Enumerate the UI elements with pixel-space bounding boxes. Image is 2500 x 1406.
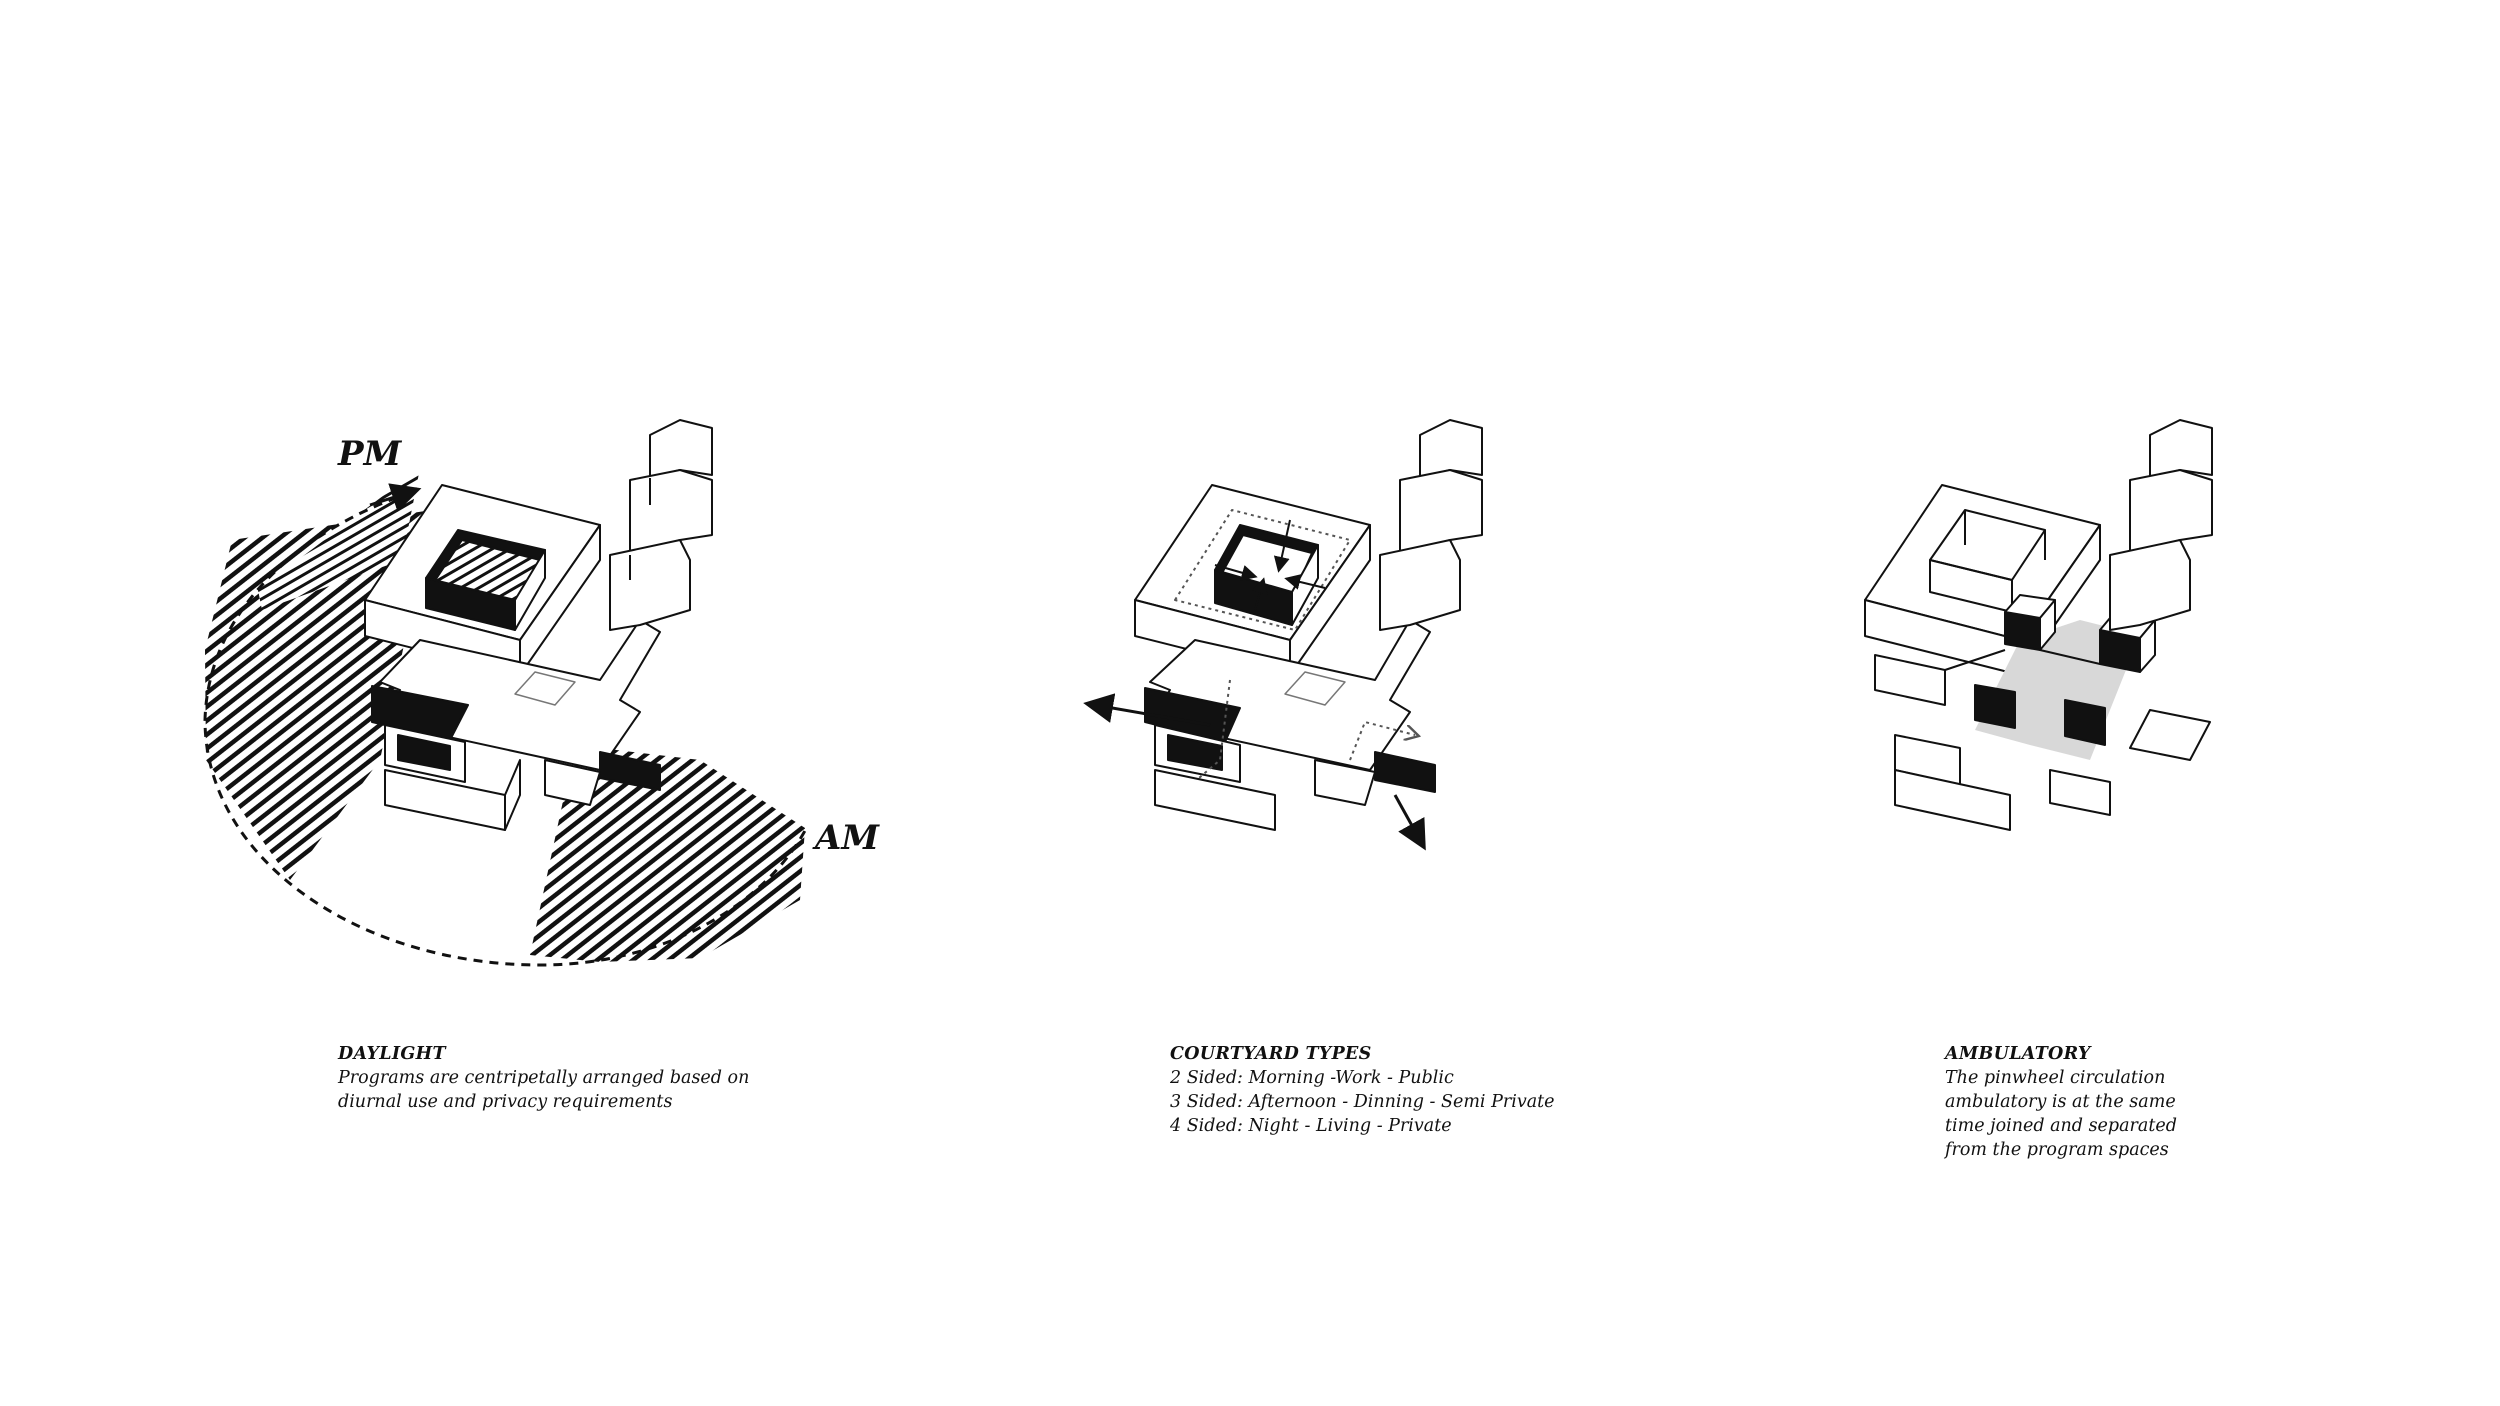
ambulatory-caption: AMBULATORY The pinwheel circulation ambu…: [1945, 1042, 2177, 1162]
ambulatory-title: AMBULATORY: [1945, 1044, 2091, 1064]
daylight-diagram: [203, 419, 810, 967]
daylight-line-2: diurnal use and privacy requirements: [338, 1092, 673, 1112]
pm-label: PM: [338, 434, 402, 474]
ambulatory-line-1: The pinwheel circulation: [1945, 1068, 2166, 1088]
courtyard-types-line-3: 4 Sided: Night - Living - Private: [1170, 1116, 1452, 1136]
am-label: AM: [815, 818, 880, 858]
daylight-caption: DAYLIGHT Programs are centripetally arra…: [338, 1042, 749, 1114]
sun-path-arc: [203, 490, 810, 967]
ambulatory-line-3: time joined and separated: [1945, 1116, 2177, 1136]
daylight-title: DAYLIGHT: [338, 1044, 446, 1064]
courtyard-types-caption: COURTYARD TYPES 2 Sided: Morning -Work -…: [1170, 1042, 1555, 1138]
am-shadow-wedge: [530, 745, 805, 962]
courtyard-types-line-1: 2 Sided: Morning -Work - Public: [1170, 1068, 1454, 1088]
ambulatory-line-2: ambulatory is at the same: [1945, 1092, 2176, 1112]
courtyard-types-line-2: 3 Sided: Afternoon - Dinning - Semi Priv…: [1170, 1092, 1555, 1112]
courtyard-types-title: COURTYARD TYPES: [1170, 1044, 1372, 1064]
ambulatory-diagram: [1864, 419, 2213, 831]
courtyard-types-diagram: [1083, 419, 1483, 851]
daylight-line-1: Programs are centripetally arranged base…: [338, 1068, 750, 1088]
ambulatory-line-4: from the program spaces: [1945, 1140, 2169, 1160]
